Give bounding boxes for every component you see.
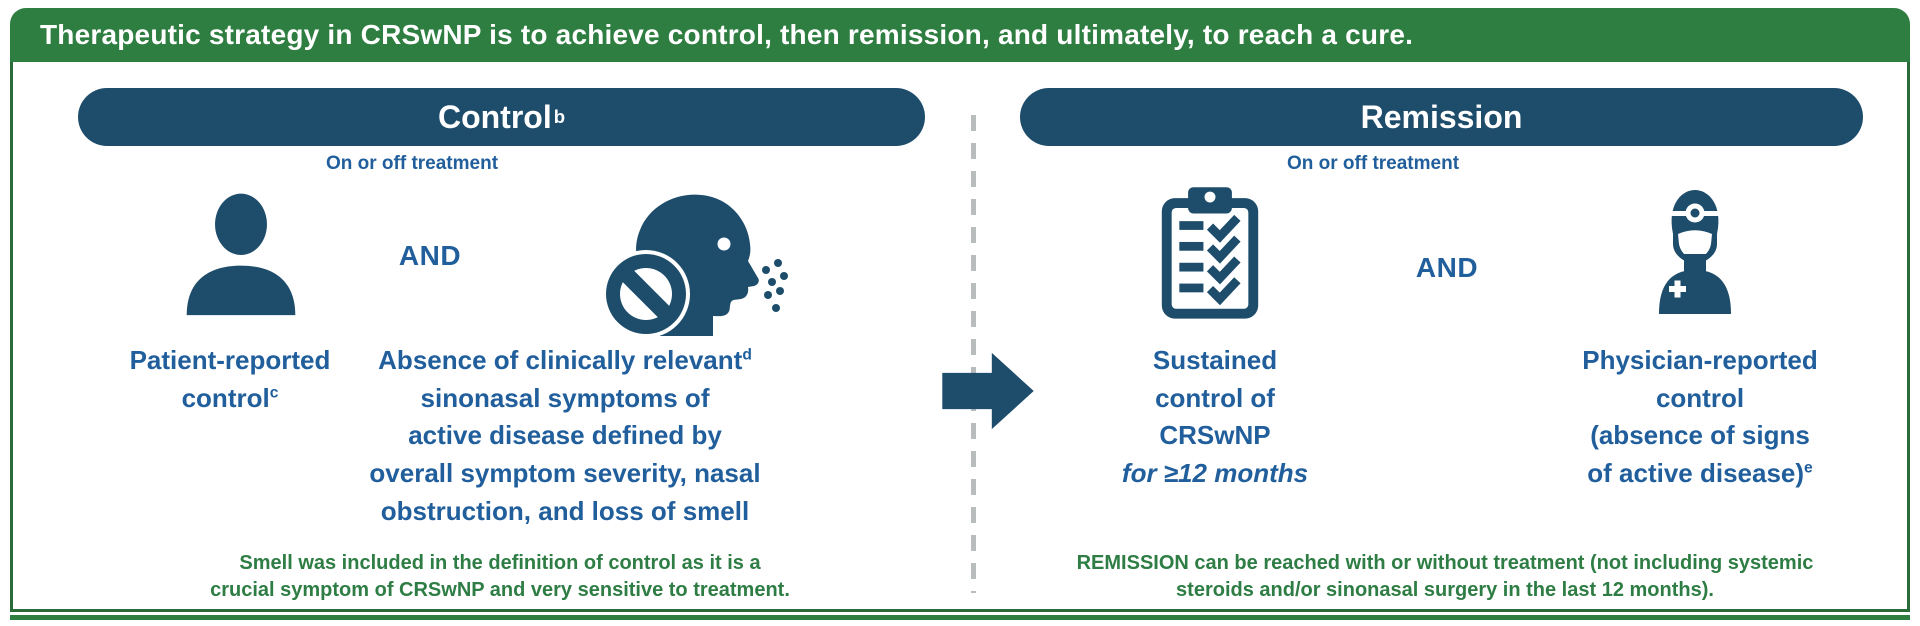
symptoms-caption-superscript: d — [742, 346, 752, 364]
sustained-caption-duration: for ≥12 months — [1121, 458, 1309, 489]
remission-and-label: AND — [1415, 252, 1479, 283]
remission-pill-label: Remission — [1360, 98, 1523, 135]
remission-subtitle: On or off treatment — [1286, 153, 1460, 174]
right-arrow-icon — [941, 351, 1035, 431]
banner-title: Therapeutic strategy in CRSwNP is to ach… — [40, 19, 1414, 50]
control-pill-label: Control — [437, 98, 552, 135]
patient-caption: Patient-reported controlc — [70, 342, 390, 417]
physician-caption-superscript: e — [1804, 459, 1813, 477]
patient-caption-line2: control — [181, 382, 270, 413]
patient-caption-superscript: c — [269, 384, 279, 402]
content-box — [10, 62, 1910, 612]
physician-icon — [1645, 186, 1745, 316]
no-smell-head-icon — [600, 188, 790, 338]
banner: Therapeutic strategy in CRSwNP is to ach… — [10, 8, 1910, 62]
control-subtitle: On or off treatment — [325, 153, 499, 174]
remission-pill: Remission — [1020, 88, 1863, 146]
symptoms-caption: Absence of clinically relevantd sinonasa… — [300, 342, 830, 530]
bottom-rule — [10, 615, 1910, 620]
physician-caption-lastline: of active disease) — [1587, 458, 1805, 489]
checklist-clipboard-icon — [1154, 185, 1266, 323]
dashed-divider — [971, 115, 976, 593]
patient-silhouette-icon — [182, 192, 300, 318]
remission-footnote: REMISSION can be reached with or without… — [1076, 552, 1814, 601]
control-and-label: AND — [398, 240, 462, 271]
symptoms-caption-line1: Absence of clinically relevant — [378, 345, 743, 375]
patient-caption-line1: Patient-reported — [129, 345, 331, 375]
control-footnote: Smell was included in the definition of … — [210, 552, 790, 601]
